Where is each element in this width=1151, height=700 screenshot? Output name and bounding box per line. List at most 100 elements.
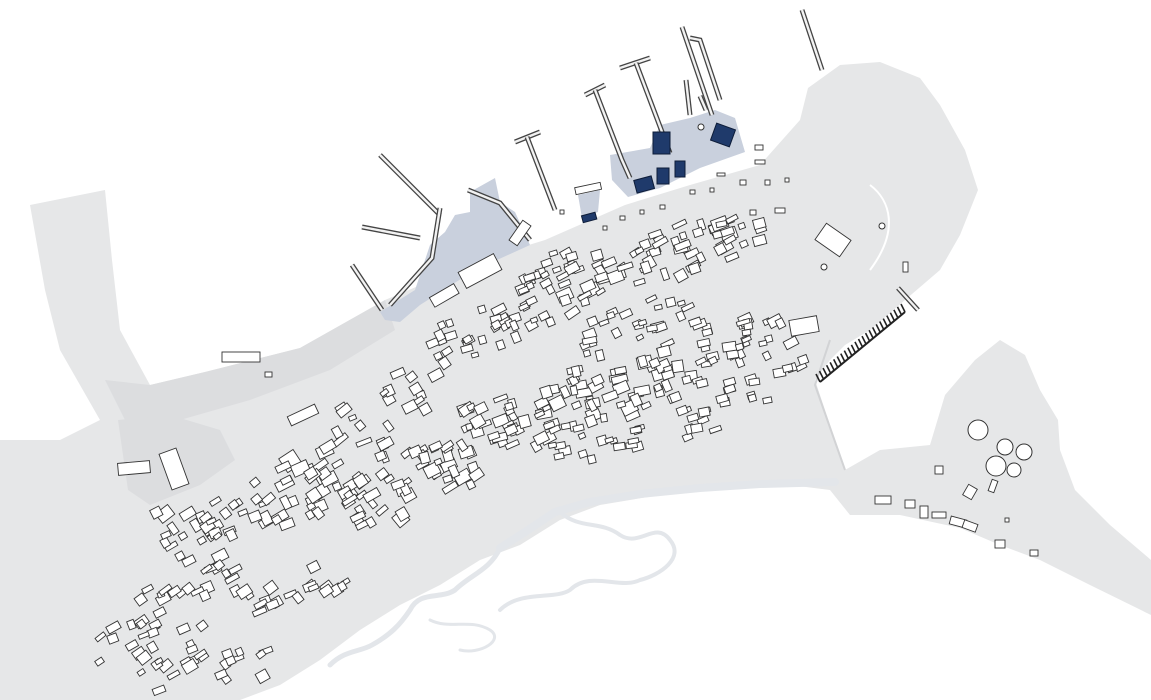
dock-slip	[847, 347, 853, 357]
building	[570, 400, 583, 411]
building	[374, 449, 388, 463]
pier-deck	[525, 136, 557, 211]
building	[570, 365, 582, 378]
highlighted-building	[709, 122, 737, 148]
building	[145, 640, 159, 655]
small-building	[784, 177, 790, 183]
building	[124, 638, 140, 652]
pier-deck	[897, 287, 919, 311]
building	[318, 583, 335, 599]
building	[436, 320, 447, 331]
dock-slip	[843, 350, 850, 360]
building	[551, 265, 562, 274]
building	[374, 466, 390, 482]
pier-deck	[351, 264, 383, 311]
building	[495, 339, 507, 351]
building	[289, 459, 312, 478]
building	[797, 353, 810, 366]
building	[190, 586, 205, 597]
dock-slip	[829, 361, 835, 371]
building	[741, 328, 752, 337]
building	[437, 355, 452, 371]
building	[590, 248, 604, 262]
building	[629, 425, 643, 435]
building	[509, 330, 523, 345]
storage-tank	[967, 419, 989, 441]
building	[254, 668, 271, 685]
dock-slip	[822, 367, 828, 377]
building	[680, 301, 696, 313]
building	[627, 437, 640, 445]
building	[218, 506, 233, 521]
building	[487, 430, 501, 442]
industrial-building	[961, 519, 979, 533]
building	[503, 423, 519, 437]
pier-deck	[689, 36, 722, 101]
small-building	[709, 187, 715, 193]
dock-slip	[886, 315, 892, 325]
building	[696, 218, 707, 232]
building	[253, 598, 269, 611]
building	[167, 584, 182, 599]
building	[195, 619, 209, 633]
building	[205, 516, 217, 526]
building	[761, 350, 772, 362]
building	[94, 631, 107, 643]
building	[126, 618, 137, 631]
dock-slip	[896, 306, 903, 316]
building	[477, 334, 488, 346]
building	[306, 501, 317, 512]
building	[590, 373, 605, 387]
small-building	[902, 261, 909, 273]
building	[422, 461, 442, 480]
building	[224, 527, 239, 543]
dock-slip	[900, 303, 906, 313]
building	[713, 241, 728, 257]
building	[185, 643, 199, 655]
building	[303, 465, 319, 481]
building	[558, 384, 572, 400]
building	[569, 384, 579, 396]
building	[307, 583, 320, 593]
building	[774, 317, 787, 330]
dock-slip	[868, 329, 874, 339]
small-building	[602, 225, 608, 231]
building	[557, 278, 572, 290]
storage-tank	[878, 222, 886, 230]
building	[94, 656, 106, 667]
industrial-building	[931, 511, 947, 519]
building	[181, 554, 197, 568]
building	[418, 450, 432, 465]
building	[715, 219, 728, 229]
building	[560, 422, 572, 431]
warehouse	[574, 181, 603, 196]
building	[681, 431, 694, 443]
small-building	[689, 189, 696, 195]
building	[258, 509, 275, 527]
building	[563, 304, 581, 321]
building	[227, 563, 243, 576]
building	[660, 369, 676, 381]
building	[237, 508, 249, 518]
highlighted-building	[674, 160, 686, 178]
dock-slip	[879, 321, 885, 330]
building	[687, 261, 702, 276]
building	[651, 235, 669, 250]
building	[599, 412, 609, 423]
building	[133, 592, 149, 607]
building	[180, 657, 199, 675]
building	[262, 579, 279, 596]
building	[235, 583, 254, 601]
building	[452, 467, 474, 487]
warehouse	[221, 351, 261, 363]
building	[695, 377, 709, 389]
building	[442, 474, 454, 484]
industrial-building	[919, 505, 929, 519]
dock-slip	[840, 353, 846, 362]
building	[311, 505, 326, 521]
pier-deck	[698, 95, 708, 111]
dock-slip	[854, 341, 860, 351]
building	[610, 326, 623, 340]
small-building	[749, 209, 757, 216]
building	[417, 401, 433, 417]
